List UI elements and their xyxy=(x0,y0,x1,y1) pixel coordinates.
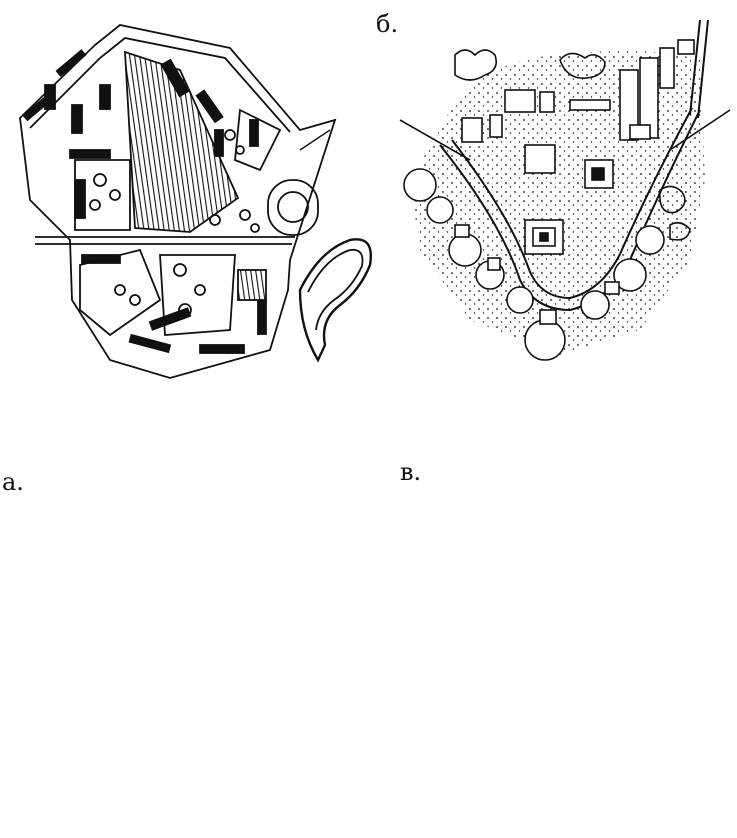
label-b: б. xyxy=(376,10,399,38)
plan-top-right xyxy=(399,19,731,361)
plan-top-left xyxy=(19,24,372,379)
label-a: а. xyxy=(2,468,24,496)
label-v: в. xyxy=(400,458,422,486)
